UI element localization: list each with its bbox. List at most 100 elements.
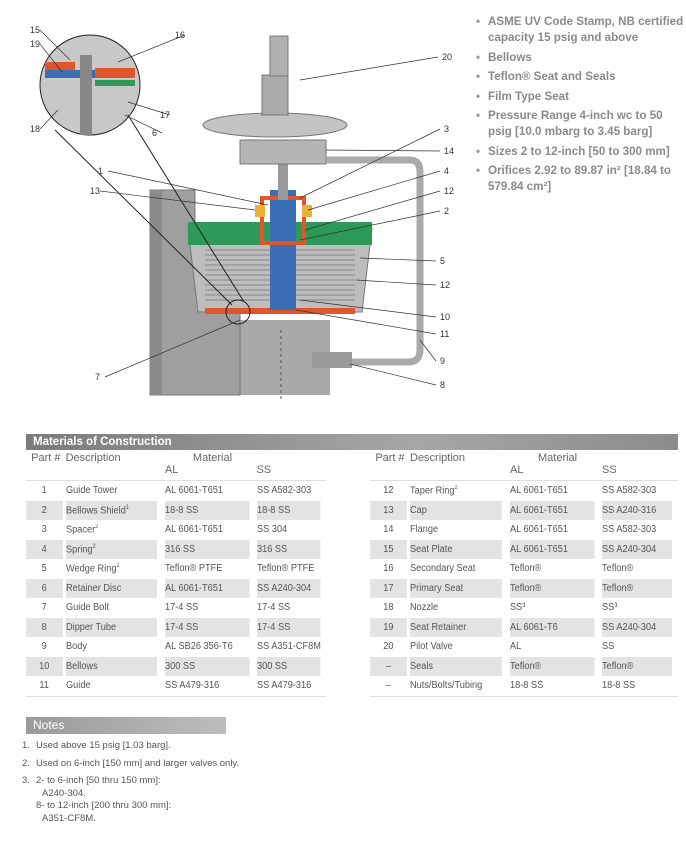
callout-2: 2 [444,206,449,216]
pilot-valve [269,35,289,77]
detail-inset [39,34,245,306]
callout-17: 17 [160,110,170,120]
material-ss: SS A582-303 [602,485,657,497]
leader-line [325,149,441,152]
leader-line [104,319,241,378]
header-description: Description [65,452,121,464]
leader-line [299,210,441,241]
callout-18: 18 [30,124,40,134]
part-description: Seat Retainer [410,617,502,637]
material-al: Teflon® [510,656,595,676]
callout-19: 19 [30,39,40,49]
part-number: 7 [41,602,47,614]
header-material: Material [192,452,233,464]
part-number: 11 [39,680,49,692]
material-al: 18-8 SS [510,680,544,692]
note-line: A351-CF8M. [42,812,96,824]
material-al: AL 6061-T651 [164,524,223,536]
note-line: A240-304. [42,787,86,799]
material-ss: SS A582-303 [602,524,657,536]
guide-tower [278,150,288,200]
part-description: Cap [410,500,502,520]
header-material: Material [538,452,578,464]
pilot-diaphragm [202,112,348,138]
leader-line [107,170,269,206]
material-ss: SS A240-304 [602,617,672,637]
callout-8: 8 [440,380,445,390]
part-description: Secondary Seat [410,563,476,575]
header-ss: SS [602,464,678,481]
nut-right [302,205,312,217]
material-al: AL 6061-T651 [510,500,595,520]
note-number: 2. [22,757,30,769]
part-number: 12 [383,485,394,497]
material-ss: SS A582-303 [256,485,311,497]
leader-line [39,43,63,73]
material-ss: 17-4 SS [256,617,321,637]
material-al: 17-4 SS [164,602,199,614]
part-number: 17 [370,578,407,598]
part-number: 9 [41,641,47,653]
material-ss: SS A240-304 [256,578,321,598]
guide [270,190,296,310]
leader-line [295,309,437,335]
material-ss: Teflon® [602,578,672,598]
part-description: Nozzle [410,602,439,614]
feature-item: ASME UV Code Stamp, NB certified capacit… [474,14,684,46]
callout-12: 12 [444,186,454,196]
material-ss: 300 SS [256,656,321,676]
part-description: Guide Bolt [65,602,109,614]
part-number: 15 [370,539,407,559]
header-al: AL [164,464,257,481]
part-number: 19 [370,617,407,637]
detail-circle [225,299,251,325]
note-line: Used above 15 psig [1.03 barg]. [36,740,171,751]
seat-plate [205,308,355,314]
note-line: 2- to 6-inch [50 thru 150 mm]: [36,775,161,786]
part-description: Dipper Tube [65,617,157,637]
part-number: 13 [370,500,407,520]
notes-list: 1. Used above 15 psig [1.03 barg]. 2.Used … [22,740,242,830]
material-ss: Teflon® [602,563,634,575]
material-al: 18-8 SS [164,500,250,520]
callout-16: 16 [175,30,185,40]
leader-line [349,363,437,386]
leader-line [127,101,171,116]
part-description: Wedge Ring2 [65,563,120,575]
callout-4: 4 [444,166,449,176]
header-description: Description [410,452,466,464]
note-item: 2.Used on 6-inch [150 mm] and larger val… [22,758,242,771]
part-number: 4 [26,539,63,559]
part-number: 6 [26,578,63,598]
leader-line [419,339,437,362]
nut-left [255,205,265,217]
material-ss: SS³ [602,602,618,614]
material-al: 300 SS [164,656,250,676]
part-number: 14 [383,524,394,536]
note-number: 1. [22,740,30,751]
part-description: Pilot Valve [410,641,453,653]
part-number: 3 [41,524,47,536]
note-item: 1. Used above 15 psig [1.03 barg]. [22,740,242,753]
part-description: Bellows [65,656,157,676]
part-number: 10 [26,656,63,676]
material-al: SS³ [510,602,526,614]
callout-20: 20 [442,52,452,62]
material-ss: SS 304 [256,524,287,536]
part-description: Spring2 [65,539,157,559]
part-number: – [385,680,391,692]
dipper-tube-fitting [312,352,352,368]
